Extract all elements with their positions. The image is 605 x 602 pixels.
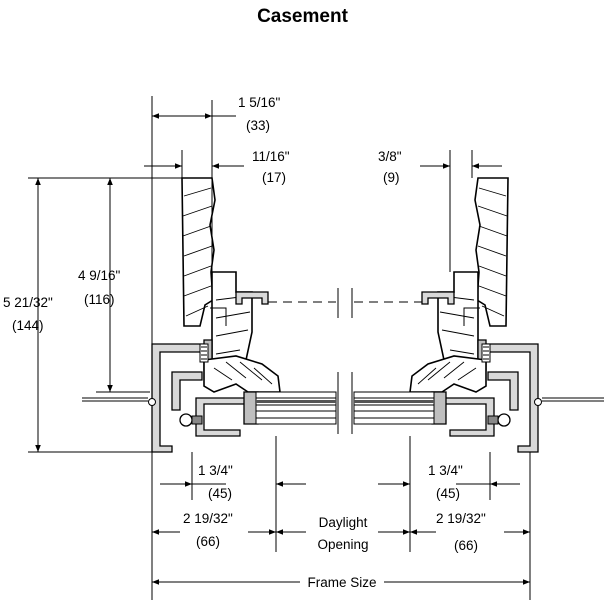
dim-left-sightline-metric: (45)	[208, 486, 232, 501]
dim-frame-depth	[96, 178, 150, 393]
dim-right-sightline-metric: (45)	[436, 486, 460, 501]
dim-right-offset-metric: (9)	[383, 170, 400, 185]
right-jamb-section	[409, 177, 604, 453]
dim-right-sightline	[456, 452, 520, 500]
dim-right-frame-imperial: 2 19/32"	[436, 511, 486, 526]
page-title: Casement	[257, 6, 348, 27]
dim-frame-depth-metric: (116)	[84, 292, 115, 307]
dim-top-sash-width	[151, 96, 236, 344]
dim-left-sightline	[160, 452, 226, 500]
dim-left-sightline-imperial: 1 3/4"	[198, 463, 233, 478]
daylight-label-line1: Daylight	[319, 515, 368, 530]
left-jamb-section	[82, 177, 281, 453]
dim-top-sash-width-metric: (33)	[246, 118, 270, 133]
frame-size-label: Frame Size	[307, 575, 376, 590]
dim-daylight-opening	[275, 436, 411, 552]
daylight-label-line2: Opening	[317, 537, 368, 552]
dim-top-sash-width-imperial: 1 5/16"	[238, 95, 281, 110]
dim-right-sightline-imperial: 1 3/4"	[428, 463, 463, 478]
dim-right-offset-imperial: 3/8"	[378, 149, 402, 164]
dim-overall-depth-imperial: 5 21/32"	[3, 295, 53, 310]
dim-frame-depth-imperial: 4 9/16"	[78, 268, 121, 283]
dim-right-frame-metric: (66)	[454, 538, 478, 553]
dim-right-frame	[410, 452, 531, 600]
dim-left-offset-metric: (17)	[262, 170, 286, 185]
hardware-link	[268, 288, 422, 318]
dim-overall-depth-metric: (144)	[12, 318, 44, 333]
dim-left-frame-imperial: 2 19/32"	[183, 511, 233, 526]
dim-left-frame	[151, 452, 276, 600]
dim-left-offset-imperial: 11/16"	[252, 149, 290, 164]
dim-left-frame-metric: (66)	[196, 534, 220, 549]
dim-right-offset	[420, 150, 502, 272]
dim-overall-depth	[28, 177, 182, 453]
glazing-unit	[255, 372, 435, 434]
dim-left-offset	[144, 150, 244, 178]
